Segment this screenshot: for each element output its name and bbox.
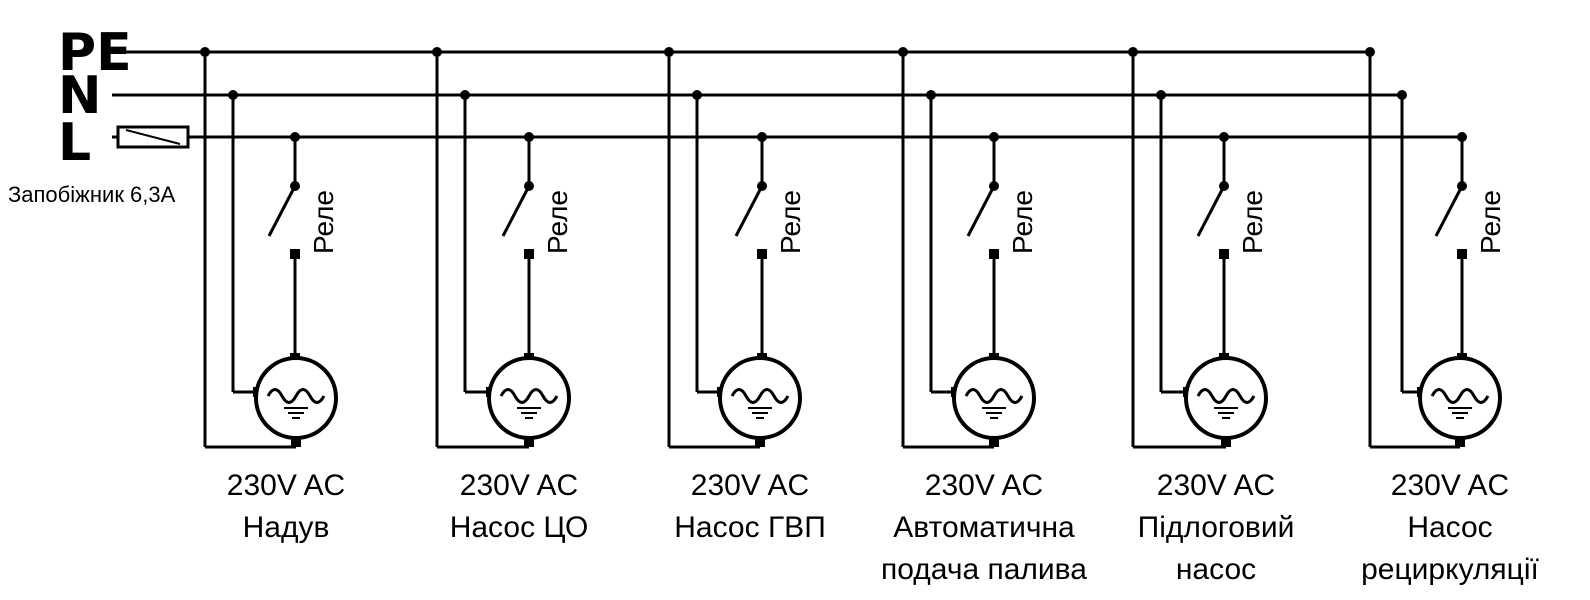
ground-terminal (524, 437, 534, 447)
ground-terminal (989, 437, 999, 447)
device-name-label: Насос ЦО (450, 511, 589, 544)
relay-switch-blade (1434, 185, 1464, 237)
ground-terminal (291, 437, 301, 447)
ac-sine-symbol (730, 388, 790, 404)
ground-terminal (755, 437, 765, 447)
ground-terminal (1455, 437, 1465, 447)
n-bus-label: N (58, 66, 102, 126)
relay-label: Реле (542, 190, 573, 254)
relay-label: Реле (1007, 190, 1038, 254)
relay-switch-blade (267, 185, 297, 237)
relay-label: Реле (1237, 190, 1268, 254)
relay-switch-blade (734, 185, 764, 237)
ac-sine-symbol (499, 388, 559, 404)
fuse-label: Запобіжник 6,3А (8, 182, 176, 207)
ac-sine-symbol (1430, 388, 1490, 404)
fuse-element (125, 129, 181, 145)
device-name-label: Насос (1407, 511, 1492, 544)
device-voltage-label: 230V AC (227, 469, 345, 502)
device-name-label: Автоматична (893, 511, 1075, 544)
ac-sine-symbol (964, 388, 1024, 404)
device-voltage-label: 230V AC (925, 469, 1043, 502)
relay-label: Реле (775, 190, 806, 254)
device-name-label: рециркуляції (1361, 553, 1539, 586)
device-name-label: насос (1176, 553, 1256, 586)
relay-switch-blade (966, 185, 996, 237)
ground-terminal (1221, 437, 1231, 447)
relay-switch-blade (501, 185, 531, 237)
wires (112, 47, 1502, 449)
device-name-label: Насос ГВП (674, 511, 826, 544)
relay-label: Реле (308, 190, 339, 254)
relay-switch-blade (1196, 185, 1226, 237)
device-voltage-label: 230V AC (691, 469, 809, 502)
device-voltage-label: 230V AC (1157, 469, 1275, 502)
device-voltage-label: 230V AC (1391, 469, 1509, 502)
device-name-label: Надув (243, 511, 330, 544)
ac-sine-symbol (1196, 388, 1256, 404)
pe-bus-label: PE (58, 23, 132, 83)
relay-label: Реле (1475, 190, 1506, 254)
labels: PE N L Запобіжник 6,3А Реле 230V AC Надув Р… (8, 23, 1540, 586)
device-name-label: подача палива (881, 553, 1087, 586)
ac-sine-symbol (266, 388, 326, 404)
l-bus-label: L (58, 113, 91, 173)
device-name-label: Підлоговий (1138, 511, 1295, 544)
device-voltage-label: 230V AC (460, 469, 578, 502)
